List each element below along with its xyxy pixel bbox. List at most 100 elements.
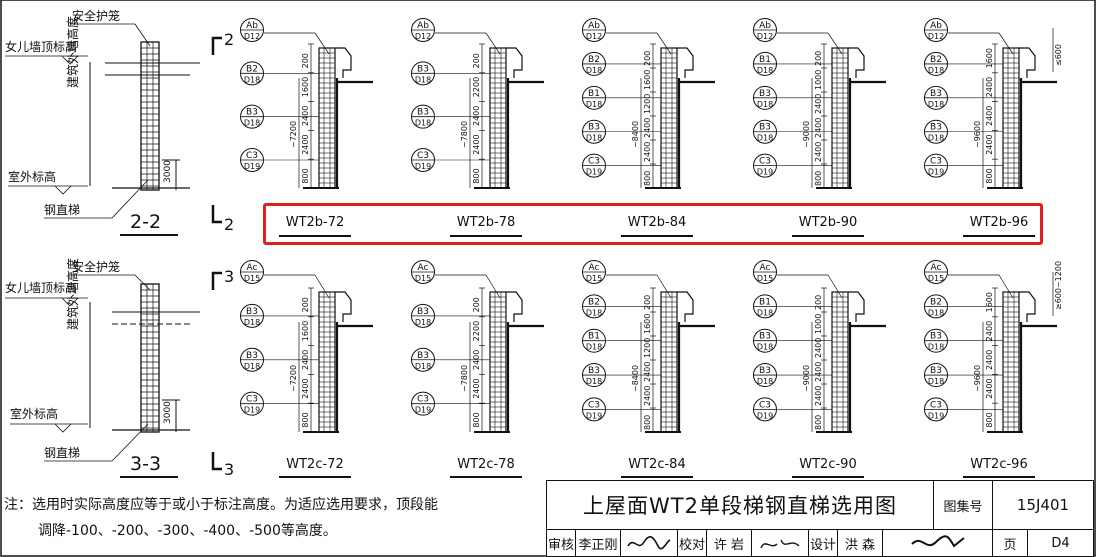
ladder-cage (816, 47, 886, 189)
reviewer-signature (620, 529, 678, 557)
callout-ref: D18 (928, 308, 944, 317)
segment-dim: 2400 (301, 106, 310, 126)
ladder-panel-wt2b-72: AbD12B2D18B3D18C3D19200160024002400800~7… (240, 18, 373, 237)
callout-ref: D15 (757, 274, 773, 283)
segment-dim: 200 (301, 53, 310, 68)
model-label: WT2c-90 (799, 457, 856, 472)
label-parapet-top-33: 女儿墙顶标高 (5, 280, 77, 295)
atlas-number: 15J401 (992, 480, 1094, 530)
callout-code: B3 (759, 366, 771, 376)
label-safety-cage-22: 安全护笼 (72, 8, 120, 23)
segment-dim: 200 (814, 51, 823, 66)
total-height-dim: ~7800 (460, 121, 469, 148)
callout-ref: D19 (757, 168, 773, 177)
callout-code: Ab (759, 21, 771, 31)
callout-ref: D15 (586, 274, 602, 283)
callout-code: C3 (588, 400, 600, 410)
callout-code: B3 (417, 64, 429, 74)
atlas-label: 图集号 (933, 480, 993, 530)
callout-ref: D18 (757, 343, 773, 352)
section-label-2-2: 2-2 (130, 211, 161, 233)
callout-code: B1 (588, 332, 600, 342)
section-mark-bottom-2: 2 (224, 215, 234, 234)
ladder-panel-wt2b-90: AbD12B1D18B3D18B3D18C3D19200100024002400… (753, 18, 886, 237)
callout-ref: D19 (928, 411, 944, 420)
segment-dim: 1000 (814, 314, 823, 334)
callout-code: B3 (588, 366, 600, 376)
callout-code: B1 (588, 89, 600, 99)
callout-code: B3 (417, 351, 429, 361)
callout-ref: D18 (757, 100, 773, 109)
title-block: 上屋面WT2单段梯钢直梯选用图 图集号 15J401 审核 李正刚 校对 许 岩… (546, 480, 1094, 557)
segment-dim: 2400 (814, 386, 823, 406)
callout-code: B1 (759, 55, 771, 65)
segment-dim: 2400 (301, 350, 310, 370)
segment-dim: 2400 (472, 106, 481, 126)
callout-code: Ac (589, 263, 600, 273)
segment-dim: 2400 (472, 378, 481, 398)
designer-name: 洪 森 (837, 529, 883, 557)
segment-dim: 2200 (472, 321, 481, 341)
callout-code: Ac (418, 263, 429, 273)
callout-code: B3 (759, 123, 771, 133)
segment-dim: 2400 (643, 386, 652, 406)
callout-code: B2 (588, 297, 600, 307)
callout-code: Ab (246, 21, 258, 31)
page-label: 页 (992, 529, 1028, 557)
segment-dim: 2400 (301, 378, 310, 398)
reviewer-name: 李正刚 (575, 529, 621, 557)
side-height-dim: ≥600~1200 (1054, 261, 1063, 310)
callout-ref: D18 (415, 75, 431, 84)
segment-dim: 2400 (643, 142, 652, 162)
callout-code: C3 (417, 151, 429, 161)
signature-icon (627, 535, 671, 550)
callout-code: B3 (417, 307, 429, 317)
segment-dim: 1600 (643, 314, 652, 334)
callout-code: C3 (246, 395, 258, 405)
callout-ref: D18 (757, 66, 773, 75)
ladder-panel-wt2c-84: AcD15B2D18B1D18B3D18C3D19200160012002400… (582, 260, 715, 478)
segment-dim: 2400 (301, 134, 310, 154)
note-line-1: 注：选用时实际高度应等于或小于标注高度。为适应选用要求，顶段能 (4, 497, 438, 513)
segment-dim: 200 (301, 297, 310, 312)
section-mark-top-3: 3 (224, 267, 234, 286)
callout-ref: D18 (244, 75, 260, 84)
segment-dim: 2400 (814, 118, 823, 138)
section-label-3-3: 3-3 (130, 453, 161, 475)
total-height-dim: ~9600 (973, 365, 982, 392)
callout-code: B3 (930, 89, 942, 99)
callout-code: B3 (930, 332, 942, 342)
ladder-panel-wt2b-96: AbD12B2D18B3D18B3D18C3D19160024002400240… (924, 18, 1063, 237)
callout-ref: D18 (757, 134, 773, 143)
callout-ref: D15 (244, 274, 260, 283)
label-steel-ladder-22: 钢直梯 (44, 203, 80, 217)
callout-ref: D18 (928, 377, 944, 386)
callout-ref: D19 (244, 162, 260, 171)
callout-ref: D19 (586, 411, 602, 420)
segment-dim: 200 (814, 295, 823, 310)
segment-dim: 1600 (301, 321, 310, 341)
segment-dim: 800 (643, 415, 652, 430)
callout-ref: D12 (415, 32, 431, 41)
callout-ref: D19 (244, 406, 260, 415)
segment-dim: 1600 (985, 292, 994, 312)
label-outdoor-level-33: 室外标高 (10, 406, 58, 421)
segment-dim: 2400 (643, 362, 652, 382)
callout-code: Ab (588, 21, 600, 31)
segment-dim: 200 (643, 51, 652, 66)
segment-dim: 2400 (472, 350, 481, 370)
ladder-cage (303, 291, 373, 433)
